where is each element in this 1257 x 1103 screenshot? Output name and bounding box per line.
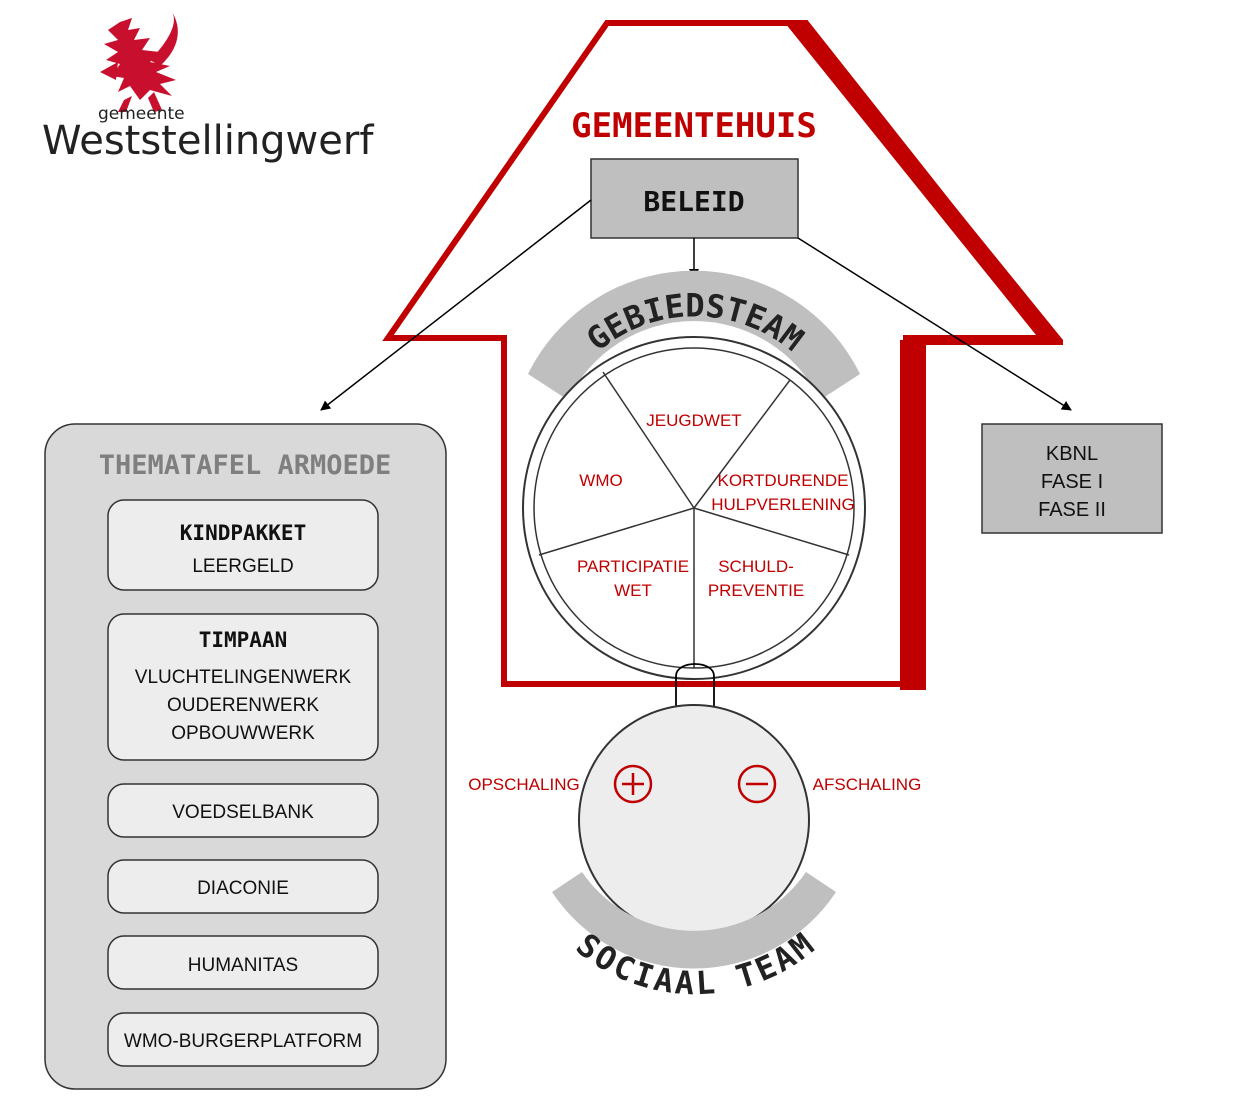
logo: gemeente Weststellingwerf [42, 12, 374, 164]
segment-hulpverlening: HULPVERLENING [711, 495, 855, 514]
wmo-burgerplatform-label: WMO-BURGERPLATFORM [124, 1031, 362, 1052]
plus-icon [613, 764, 653, 804]
voedselbank-box: VOEDSELBANK [107, 783, 379, 838]
minus-icon [737, 764, 777, 804]
beleid-label: BELEID [643, 185, 744, 218]
diaconie-box: DIACONIE [107, 859, 379, 914]
griffin-icon [100, 12, 178, 112]
timpaan-line-3: OPBOUWWERK [171, 723, 315, 744]
segment-kortdurende: KORTDURENDE [718, 471, 849, 490]
kbnl-line-2: FASE I [1041, 471, 1103, 493]
wmo-burgerplatform-box: WMO-BURGERPLATFORM [107, 1012, 379, 1067]
logo-big-text: Weststellingwerf [42, 118, 374, 164]
kindpakket-box: KINDPAKKET LEERGELD [107, 499, 379, 591]
logo-small-text: gemeente [98, 104, 185, 124]
segment-wet: WET [614, 581, 652, 600]
beleid-to-kbnl-arrow [797, 237, 1072, 411]
humanitas-box: HUMANITAS [107, 935, 379, 990]
beleid-box: BELEID [590, 158, 799, 239]
kindpakket-title: KINDPAKKET [180, 521, 306, 545]
diaconie-label: DIACONIE [197, 878, 289, 899]
segment-participatie: PARTICIPATIE [577, 557, 689, 576]
gebiedsteam-wheel: JEUGDWET WMO KORTDURENDE HULPVERLENING P… [522, 336, 866, 680]
opschaling-label: OPSCHALING [468, 775, 579, 794]
kbnl-box: KBNL FASE I FASE II [981, 423, 1163, 534]
timpaan-line-2: OUDERENWERK [167, 695, 319, 716]
segment-wmo: WMO [579, 471, 622, 490]
segment-preventie: PREVENTIE [708, 581, 804, 600]
house-title: GEMEENTEHUIS [571, 106, 817, 146]
segment-jeugdwet: JEUGDWET [646, 411, 741, 430]
connector-curve [675, 663, 715, 677]
timpaan-line-1: VLUCHTELINGENWERK [135, 667, 352, 688]
kbnl-line-3: FASE II [1038, 499, 1106, 521]
timpaan-title: TIMPAAN [199, 628, 288, 652]
kbnl-line-1: KBNL [1046, 443, 1098, 465]
house-outline [382, 20, 1063, 690]
segment-schuld: SCHULD- [718, 557, 794, 576]
thematafel-panel: THEMATAFEL ARMOEDE KINDPAKKET LEERGELD T… [44, 423, 447, 1090]
kindpakket-sub: LEERGELD [192, 556, 293, 577]
sociaal-team-circle [578, 704, 810, 936]
beleid-to-thematafel-arrow [320, 199, 592, 411]
thematafel-title: THEMATAFEL ARMOEDE [99, 450, 392, 481]
humanitas-label: HUMANITAS [188, 955, 298, 976]
timpaan-box: TIMPAAN VLUCHTELINGENWERK OUDERENWERK OP… [107, 613, 379, 761]
afschaling-label: AFSCHALING [813, 775, 922, 794]
voedselbank-label: VOEDSELBANK [172, 802, 314, 823]
